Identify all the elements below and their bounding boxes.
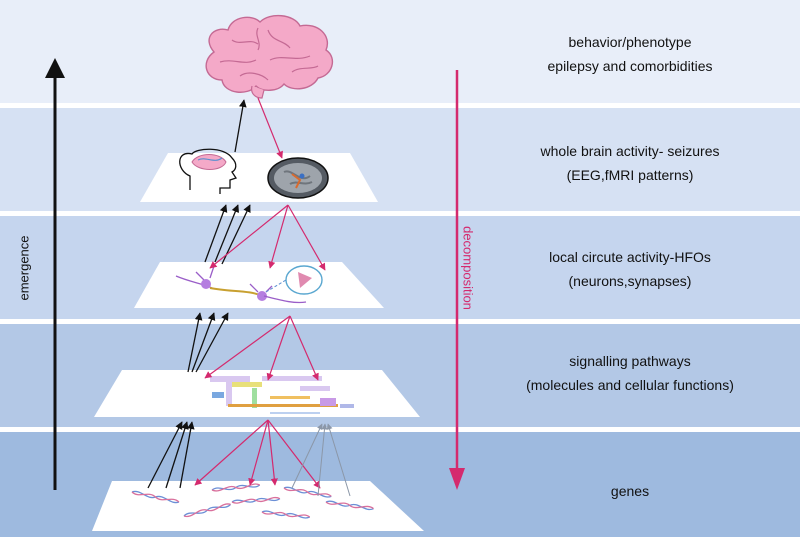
upward-arrow [214, 204, 239, 263]
downward-arrow [289, 315, 319, 381]
downward-arrow [266, 315, 291, 381]
level-subtitle: epilepsy and comorbidities [547, 58, 713, 74]
level-label-whole-brain: whole brain activity- seizures (EEG,fMRI… [470, 139, 790, 187]
level-label-local-circuit: local circute activity-HFOs (neurons,syn… [470, 245, 790, 293]
plane-whole-brain [140, 153, 378, 202]
upward-arrow [204, 204, 228, 263]
emergence-arrowhead [45, 58, 65, 78]
signalling-pathway-icon [210, 376, 354, 414]
level-subtitle: (neurons,synapses) [568, 273, 692, 289]
gray-arrows [291, 423, 351, 497]
level-title: local circute activity-HFOs [549, 249, 711, 265]
upward-arrow [179, 421, 195, 489]
downward-arrow [287, 204, 326, 271]
upward-arrow [234, 99, 247, 153]
downward-arrows [194, 97, 326, 489]
level-label-genes: genes [470, 479, 790, 503]
level-label-signalling: signalling pathways (molecules and cellu… [470, 349, 790, 397]
dna-icon [231, 496, 281, 504]
upward-arrow [165, 421, 189, 489]
plane-genes [92, 481, 424, 531]
downward-arrow [204, 315, 291, 379]
decomposition-arrowhead [449, 468, 465, 490]
level-title: signalling pathways [569, 353, 691, 369]
upward-arrows [147, 99, 251, 489]
downward-arrow [194, 419, 269, 486]
upward-arrow [147, 421, 183, 489]
head-eeg-icon [179, 148, 238, 194]
upward-arrow [191, 312, 216, 373]
level-subtitle: (molecules and cellular functions) [526, 377, 734, 393]
level-title: behavior/phenotype [568, 34, 692, 50]
dna-icon [261, 510, 311, 519]
level-band-whole-brain [0, 108, 800, 211]
downward-arrow [257, 97, 283, 159]
neuron-circuit-icon [175, 265, 323, 304]
decomposition-label: decomposition [460, 226, 476, 310]
dna-icon [131, 490, 180, 504]
gray-arrow [326, 423, 351, 497]
downward-arrow [248, 419, 269, 486]
upward-arrow [195, 312, 229, 373]
downward-arrow [268, 204, 289, 269]
plane-local-circuit [134, 262, 384, 308]
dna-icon [183, 503, 232, 518]
dna-icons [131, 483, 374, 519]
downward-arrow [267, 419, 321, 489]
level-band-local-circuit [0, 216, 800, 319]
level-label-behavior: behavior/phenotype epilepsy and comorbid… [470, 30, 790, 78]
dna-icon [325, 500, 374, 511]
downward-arrow [267, 419, 278, 486]
level-title: whole brain activity- seizures [540, 143, 720, 159]
downward-arrow [209, 204, 289, 269]
upward-arrow [187, 312, 203, 373]
emergence-label: emergence [16, 235, 32, 301]
brain-icon [205, 15, 334, 99]
dna-icon [283, 486, 332, 498]
fmri-scan-icon [267, 157, 329, 199]
level-subtitle: (EEG,fMRI patterns) [566, 167, 694, 183]
gray-arrow [291, 423, 323, 489]
level-band-behavior [0, 0, 800, 103]
level-title: genes [610, 483, 650, 499]
gray-arrow [317, 423, 328, 497]
